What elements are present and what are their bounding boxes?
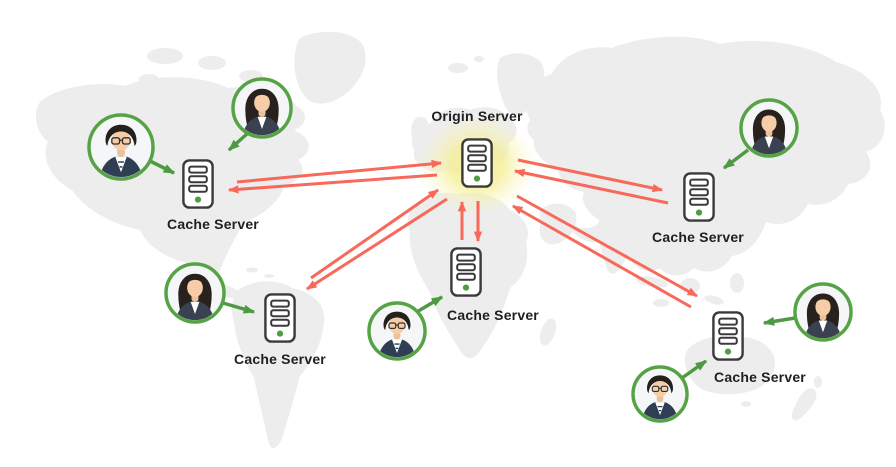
madagascar [539,318,557,346]
caribbean [264,274,274,278]
iceland [474,56,484,62]
origin-server-icon [461,138,493,188]
caribbean [246,267,258,273]
cache-server-af-label: Cache Server [447,307,539,323]
user-na-2-avatar [231,77,293,139]
origin-server-label: Origin Server [431,108,523,124]
user-au-2-to-cache-arrow [680,359,708,380]
link-origin-cache-sa-response-arrow [306,197,448,291]
cache-server-au-label: Cache Server [714,369,806,385]
link-origin-cache-na-response-arrow [227,173,438,194]
user-au-1-avatar [793,282,853,342]
link-origin-cache-au-request-arrow [511,204,692,309]
new-zealand [791,388,817,421]
se-asia-island [653,299,669,307]
cache-server-na-label: Cache Server [167,216,259,232]
british-isles [411,116,429,144]
user-au-2-avatar [631,365,689,423]
new-zealand-north [814,376,822,388]
user-as-1-avatar [739,98,799,158]
cache-server-as-label: Cache Server [652,229,744,245]
link-origin-cache-sa-request-arrow [310,188,439,280]
japan [788,153,813,198]
user-af-1-to-cache-arrow [414,295,444,315]
user-au-1-to-cache-arrow [762,316,796,326]
link-origin-cache-na-request-arrow [236,159,443,184]
world-map-background [35,31,885,449]
user-na-1-avatar [87,113,155,181]
user-sa-1-avatar [164,262,226,324]
arctic-islands [198,56,226,70]
arctic-islands [147,48,183,64]
greenland [294,31,366,104]
cache-server-as-icon [683,172,715,222]
se-asia-island [704,295,724,305]
link-origin-cache-as-request-arrow [513,168,669,205]
cache-server-sa-icon [264,293,296,343]
user-na-1-to-cache-arrow [149,159,176,175]
user-na-2-to-cache-arrow [227,131,250,152]
cache-server-af-icon [450,247,482,297]
link-origin-cache-as-response-arrow [517,158,664,193]
se-asia-island [730,273,744,293]
india [598,208,638,274]
cache-server-na-icon [182,159,214,209]
cache-server-au-icon [712,311,744,361]
user-as-1-to-cache-arrow [722,148,750,170]
australia [684,336,776,395]
tasmania [741,401,751,407]
link-origin-cache-au-response-arrow [516,194,699,298]
cache-server-sa-label: Cache Server [234,351,326,367]
arctic-islands [139,74,159,84]
user-sa-1-to-cache-arrow [222,301,256,314]
iceland [448,63,468,73]
continent-south-america [231,281,325,449]
user-af-1-avatar [367,301,427,361]
